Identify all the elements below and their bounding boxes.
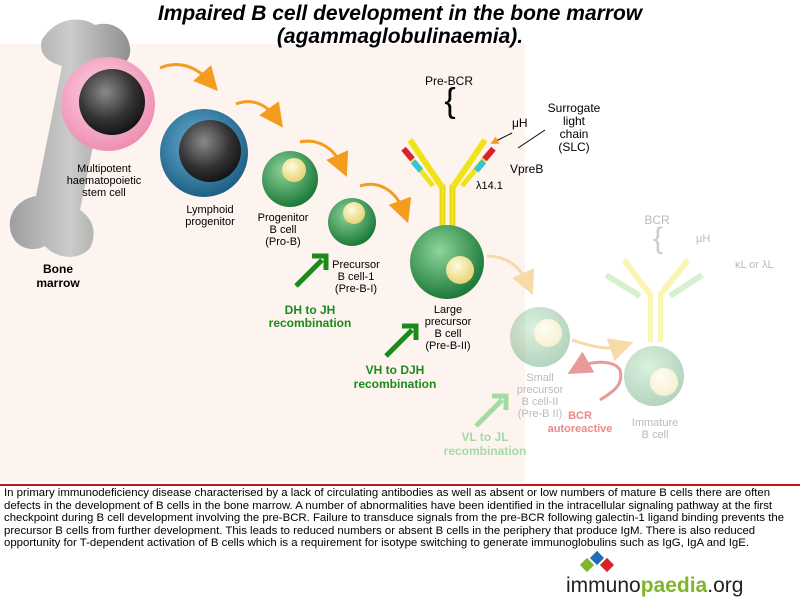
- large-pre-label-1: Large: [434, 304, 462, 316]
- mu-h-label: μH: [512, 116, 528, 130]
- bcr-autoreactive-label-1: BCR: [568, 410, 592, 422]
- progression-arrow-2: [235, 100, 283, 128]
- vj-recombination-arrow: [474, 393, 509, 428]
- bone-label-2: marrow: [36, 276, 80, 290]
- small-pre-label-2: precursor: [517, 384, 564, 396]
- large-pre-label-4: (Pre-B-II): [425, 340, 470, 352]
- bcr-receptor: [604, 258, 704, 342]
- stem-label-2: haematopoietic: [67, 175, 142, 187]
- brand-logo: immunopaedia.org: [566, 574, 743, 598]
- large-pre-label-2: precursor: [425, 316, 472, 328]
- slc-label-4: (SLC): [558, 140, 589, 154]
- pre-bcr-brace: {: [444, 82, 455, 120]
- immature-label-1: Immature: [632, 417, 678, 429]
- pre-b1-label-2: B cell-1: [338, 271, 375, 283]
- immature-b-cell: [624, 346, 684, 406]
- small-pre-label-1: Small: [526, 372, 554, 384]
- caption-divider: [0, 484, 800, 486]
- dj-label-1: DH to JH: [285, 303, 336, 317]
- large-pre-b2-cell: [410, 225, 484, 299]
- slc-label-2: light: [563, 114, 586, 128]
- dj-label-2: recombination: [269, 316, 352, 330]
- pro-b-cell: [262, 151, 318, 207]
- pre-b1-cell: [328, 198, 376, 246]
- caption-text: In primary immunodeficiency disease char…: [4, 487, 785, 550]
- faded-stages: [510, 258, 704, 406]
- bcr-label: BCR: [644, 213, 670, 227]
- progression-arrow-5: [486, 254, 535, 295]
- dj-recombination-arrow: [294, 253, 329, 288]
- bcr-brace: {: [653, 222, 663, 255]
- slc-label-1: Surrogate: [548, 101, 601, 115]
- progression-arrow-1: [159, 63, 218, 92]
- slc-pointer: [517, 129, 546, 149]
- title-line-2: (agammaglobulinaemia).: [276, 25, 524, 48]
- vj-label-1: VL to JL: [461, 430, 508, 444]
- progression-arrow-3: [299, 139, 349, 177]
- lymphoid-label-1: Lymphoid: [186, 204, 233, 216]
- vdj-recombination-arrow: [384, 323, 419, 358]
- small-pre-b2-cell: [510, 307, 570, 367]
- pro-b-label-1: Progenitor: [258, 212, 309, 224]
- title-line-1: Impaired B cell development in the bone …: [157, 2, 643, 25]
- small-pre-label-3: B cell-II: [522, 396, 559, 408]
- pro-b-label-3: (Pro-B): [265, 236, 300, 248]
- lymphoid-progenitor-cell: [160, 109, 248, 197]
- brand-part-1: immuno: [566, 574, 641, 597]
- kl-label: κL or λL: [735, 259, 774, 271]
- page-title: Impaired B cell development in the bone …: [0, 2, 800, 48]
- stem-cell: [61, 57, 155, 151]
- vdj-label-2: recombination: [354, 377, 437, 391]
- pre-b1-label-3: (Pre-B-I): [335, 283, 377, 295]
- small-pre-label-4: (Pre-B II): [518, 408, 563, 420]
- large-pre-label-3: B cell: [435, 328, 462, 340]
- brand-part-2: paedia: [640, 574, 708, 597]
- vpreb-label: VpreB: [510, 162, 543, 176]
- vj-label-2: recombination: [444, 444, 527, 458]
- progression-arrow-6: [571, 338, 634, 362]
- autoreactive-arrow: [567, 351, 623, 402]
- bone-label-1: Bone: [43, 262, 73, 276]
- pre-bcr-label: Pre-BCR: [425, 74, 473, 88]
- stem-label-1: Multipotent: [77, 163, 131, 175]
- lymphoid-label-2: progenitor: [185, 216, 235, 228]
- lambda-label: λ14.1: [476, 180, 503, 192]
- mu-h2-label: μH: [696, 233, 710, 245]
- brand-part-3: .org: [707, 574, 744, 597]
- immunopaedia-logo-icon: [579, 550, 615, 573]
- bcr-autoreactive-label-2: autoreactive: [548, 423, 613, 435]
- stem-label-3: stem cell: [82, 187, 125, 199]
- slc-label-3: chain: [560, 127, 589, 141]
- immature-label-2: B cell: [642, 429, 669, 441]
- pre-bcr-receptor: [401, 138, 496, 231]
- mu-h-pointer: [490, 132, 513, 144]
- vdj-label-1: VH to DJH: [366, 363, 425, 377]
- progression-arrow-4: [359, 182, 412, 224]
- pro-b-label-2: B cell: [270, 224, 297, 236]
- pre-b1-label-1: Precursor: [332, 259, 380, 271]
